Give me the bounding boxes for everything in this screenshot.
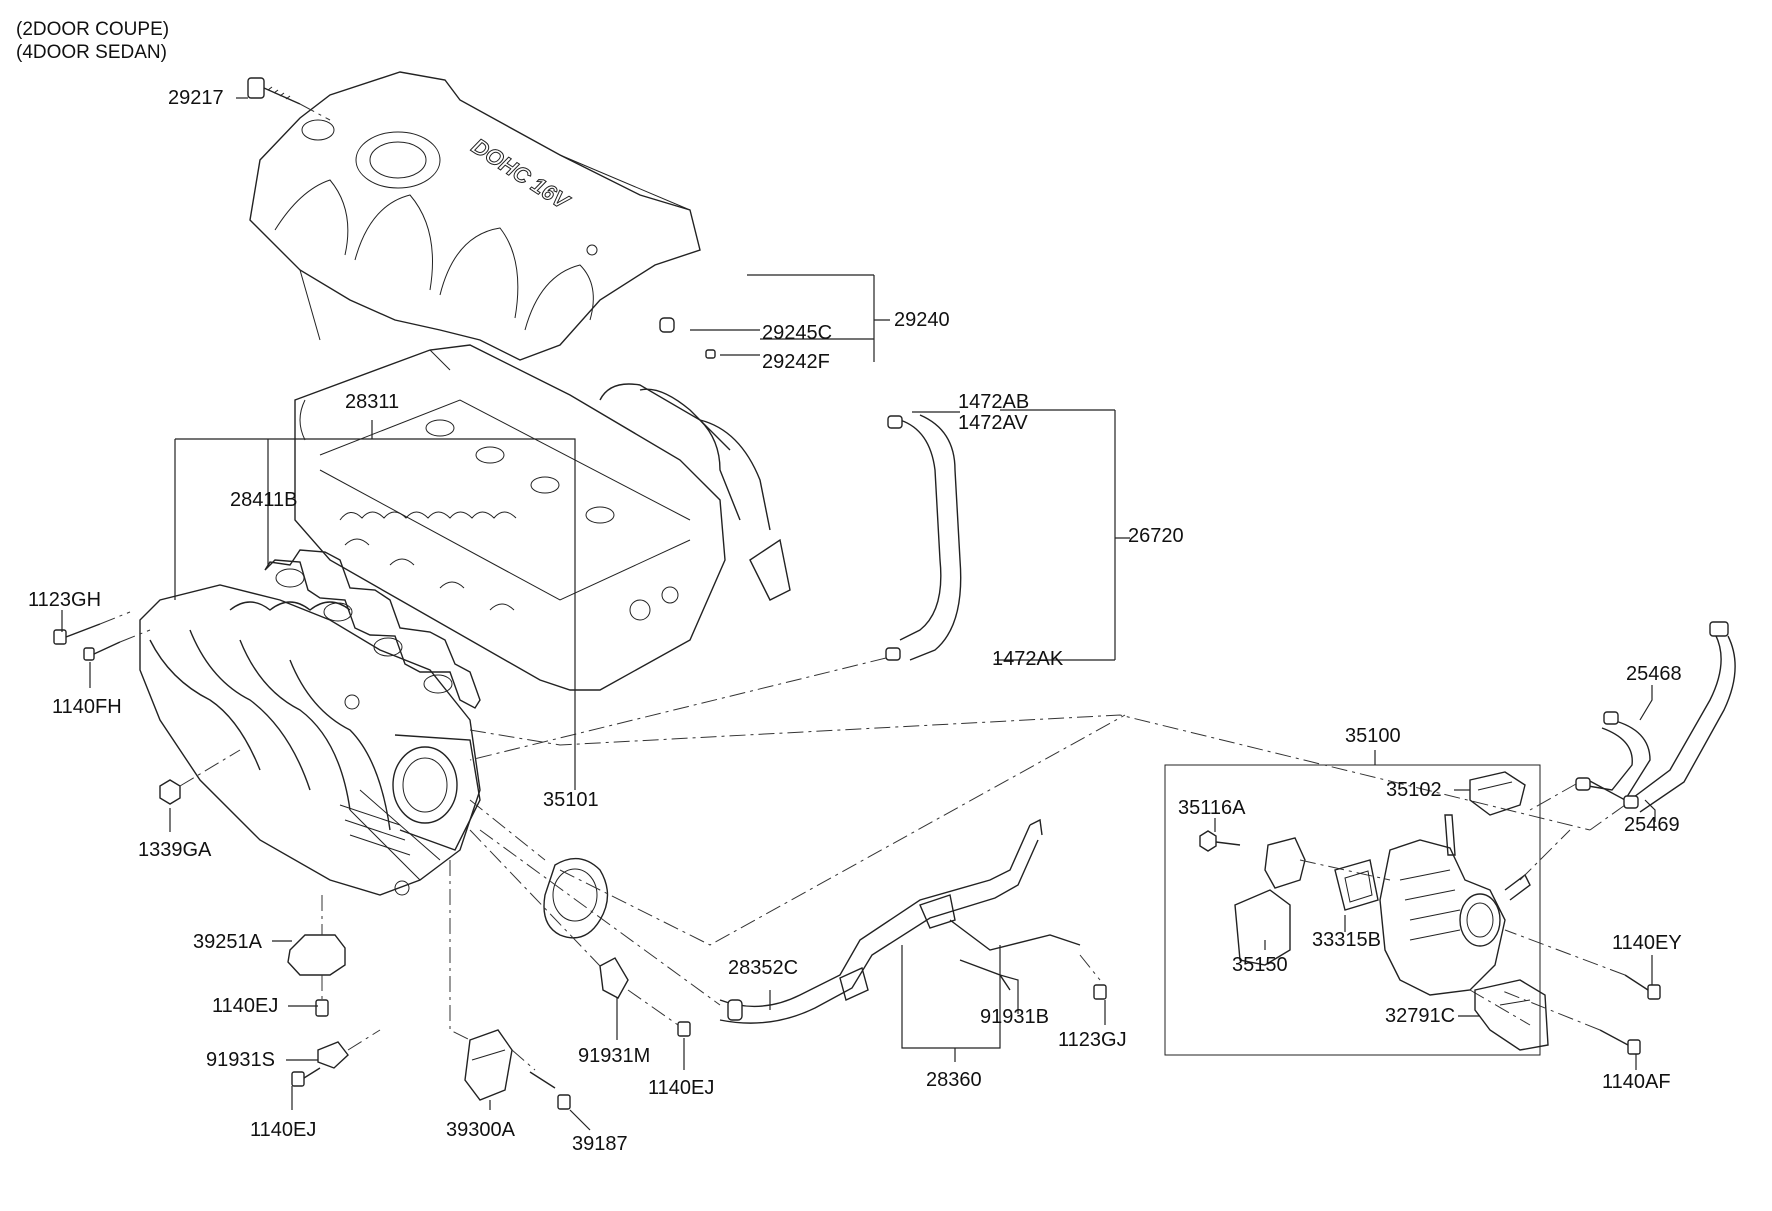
part-label-1472AB[interactable]: 1472AB — [958, 391, 1030, 413]
part-label-1140EJ-right[interactable]: 1140EJ — [648, 1077, 715, 1099]
part-label-35116A[interactable]: 35116A — [1178, 797, 1246, 819]
part-label-1140EY[interactable]: 1140EY — [1612, 932, 1682, 954]
throttle-bolts — [1499, 929, 1661, 1055]
part-label-28411B[interactable]: 28411B — [230, 489, 298, 511]
part-label-1140FH[interactable]: 1140FH — [52, 696, 122, 718]
part-label-35150[interactable]: 35150 — [1232, 954, 1288, 976]
part-label-32791C[interactable]: 32791C — [1385, 1005, 1456, 1027]
bolt-29217-drawing — [247, 77, 331, 121]
engine-cover — [249, 71, 701, 361]
intake-gasket — [264, 549, 481, 709]
breather-hose-26720 — [469, 414, 962, 761]
clip-91931M — [469, 829, 691, 1037]
part-label-25468[interactable]: 25468 — [1626, 663, 1682, 685]
nut-1339GA — [159, 749, 241, 805]
part-label-29245C[interactable]: 29245C — [762, 322, 833, 344]
part-label-25469[interactable]: 25469 — [1624, 814, 1680, 836]
coolant-hoses — [1529, 621, 1736, 831]
part-label-1472AV[interactable]: 1472AV — [958, 412, 1028, 434]
bracket-32791C — [1474, 979, 1549, 1051]
routing-line-a — [469, 714, 1591, 831]
part-label-35101[interactable]: 35101 — [543, 789, 599, 811]
part-label-29242F[interactable]: 29242F — [762, 351, 830, 373]
part-label-26720[interactable]: 26720 — [1128, 525, 1184, 547]
part-label-1140EJ-lower[interactable]: 1140EJ — [250, 1119, 317, 1141]
header-line-1: (2DOOR COUPE) — [16, 19, 170, 40]
tps-sensor-35102 — [1469, 771, 1526, 816]
throttle-body — [1379, 814, 1571, 1026]
part-label-29217[interactable]: 29217 — [168, 87, 224, 109]
leader-lines — [61, 97, 1656, 1131]
gasket-33315B — [1334, 859, 1379, 911]
part-label-91931S[interactable]: 91931S — [206, 1049, 275, 1071]
part-label-28311[interactable]: 28311 — [345, 391, 400, 413]
part-label-1140AF[interactable]: 1140AF — [1602, 1071, 1671, 1093]
cylinder-head — [294, 344, 726, 691]
part-label-91931B[interactable]: 91931B — [980, 1006, 1049, 1028]
intake-manifold — [139, 584, 481, 896]
exhaust-pipes — [599, 383, 791, 601]
isc-valve-35150 — [1199, 830, 1391, 966]
sensor-39300A — [449, 860, 571, 1110]
part-label-1140EJ-upper[interactable]: 1140EJ — [212, 995, 279, 1017]
part-label-1123GJ[interactable]: 1123GJ — [1058, 1029, 1127, 1051]
header-line-2: (4DOOR SEDAN) — [16, 42, 167, 63]
engine-cover-lettering: DOHC 16V — [467, 133, 575, 215]
throttle-gasket-35101 — [469, 799, 609, 939]
part-label-29240[interactable]: 29240 — [894, 309, 950, 331]
bracket-39251A — [287, 895, 346, 1017]
grommet-drawings — [659, 317, 716, 359]
part-label-35100[interactable]: 35100 — [1345, 725, 1401, 747]
part-label-28352C[interactable]: 28352C — [728, 957, 799, 979]
part-label-28360[interactable]: 28360 — [926, 1069, 982, 1091]
manifold-bolts-left — [53, 611, 151, 661]
part-label-35102[interactable]: 35102 — [1386, 779, 1442, 801]
part-label-39300A[interactable]: 39300A — [446, 1119, 515, 1141]
throttle-body-assembly-box — [1164, 764, 1541, 1056]
part-label-1472AK[interactable]: 1472AK — [992, 648, 1064, 670]
pcv-hose-28360 — [479, 818, 1107, 1024]
part-label-91931M[interactable]: 91931M — [578, 1045, 651, 1067]
part-label-1339GA[interactable]: 1339GA — [138, 839, 212, 861]
part-label-39251A[interactable]: 39251A — [193, 931, 262, 953]
part-label-1123GH[interactable]: 1123GH — [28, 589, 102, 611]
part-label-39187[interactable]: 39187 — [572, 1133, 628, 1155]
routing-line-b — [559, 714, 1126, 946]
clip-91931S — [291, 1029, 381, 1087]
part-label-33315B[interactable]: 33315B — [1312, 929, 1381, 951]
